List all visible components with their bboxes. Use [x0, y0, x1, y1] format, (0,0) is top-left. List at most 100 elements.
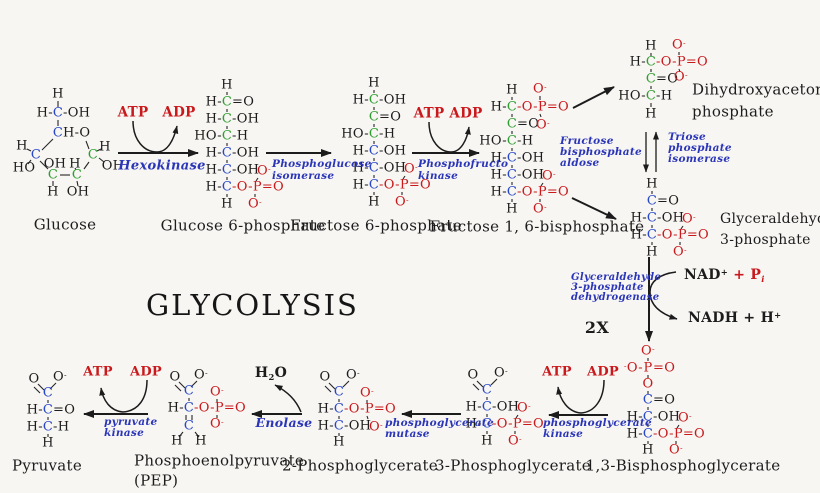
fructose-16-bisphosphate-structure: C [506, 167, 518, 183]
fructose-16-bisphosphate-structure: H [506, 201, 518, 217]
fructose-6-phosphate-structure: -OH [379, 160, 407, 176]
phosphoenolpyruvate-structure: H [195, 433, 207, 449]
phosphoenolpyruvate-structure-bond [174, 384, 182, 392]
glucose-6-phosphate-structure: C [221, 162, 233, 178]
glucose-6-phosphate-structure: =O [232, 94, 255, 110]
phosphoenolpyruvate-structure: C [183, 400, 195, 416]
glucose-structure-bond [85, 140, 90, 150]
enzyme-phosphoglycerate-mutase: mutase [385, 427, 430, 440]
glucose-structure-bond [41, 138, 54, 151]
fructose-16-bisphosphate-structure-bond [540, 182, 544, 187]
pyruvate-structure: C [42, 402, 54, 418]
glucose-structure-bond [83, 161, 90, 170]
3-phosphoglycerate-structure: C [481, 399, 493, 415]
glucose-6-phosphate-structure: HO- [194, 128, 222, 144]
glucose-6-phosphate-structure: H [221, 196, 233, 212]
cofactor-atp-pfk: ATP [413, 105, 445, 122]
fructose-6-phosphate-structure: C [368, 143, 380, 159]
glucose-6-phosphate-structure: H- [205, 111, 222, 127]
label-3-phosphoglycerate: 3-Phosphoglycerate [435, 456, 591, 475]
glucose-structure: HO [12, 160, 36, 176]
glucose-structure: H [99, 139, 111, 155]
pyruvate-structure: H- [26, 419, 43, 435]
pyruvate-structure: H [42, 435, 54, 451]
glyceraldehyde-3-phosphate-structure: -O-P=O [657, 227, 710, 243]
glucose-6-phosphate-structure: C [221, 179, 233, 195]
13-bisphosphoglycerate-structure: C [642, 392, 654, 408]
fructose-6-phosphate-structure: -H [379, 126, 396, 142]
glucose-6-phosphate-structure: -OH [232, 162, 260, 178]
2-phosphoglycerate-structure: C [333, 401, 345, 417]
fructose-6-phosphate-structure: C [368, 177, 380, 193]
fructose-16-bisphosphate-structure: -OH [517, 150, 545, 166]
fructose-16-bisphosphate-structure: O- [542, 168, 556, 184]
glucose-structure: H [52, 86, 64, 102]
glucose-structure: OH [101, 158, 125, 174]
2-phosphoglycerate-structure: H- [317, 401, 334, 417]
enzyme-gapdh: 3-phosphate [571, 282, 644, 293]
glucose-structure-bond [26, 148, 32, 152]
fructose-6-phosphate-structure: C [368, 160, 380, 176]
2-phosphoglycerate-structure-bond [342, 380, 350, 388]
13-bisphosphoglycerate-structure: -O- [623, 360, 643, 376]
enzyme-phosphofructo-kinase: kinase [418, 169, 459, 182]
cofactor-curve-gapdh [649, 271, 678, 320]
3-phosphoglycerate-structure: -O-P=O [492, 416, 545, 432]
cofactor-curve-pk [99, 379, 148, 413]
fructose-16-bisphosphate-structure: H- [490, 99, 507, 115]
3-phosphoglycerate-structure: -OH [492, 399, 520, 415]
fructose-16-bisphosphate-structure: -OH [517, 167, 545, 183]
enzyme-phosphoglucose-isomerase: Phosphoglucose [272, 157, 372, 170]
fructose-16-bisphosphate-structure: -O-P=O [517, 99, 570, 115]
glucose-structure-bond [76, 180, 79, 187]
cofactor-adp-pgk: ADP [586, 364, 620, 380]
cofactor-curve-pgk [556, 379, 605, 414]
fructose-16-bisphosphate-structure: H [506, 82, 518, 98]
arrow-f16bp-to-g3p [571, 197, 617, 220]
glucose-structure-bond [27, 159, 32, 165]
13-bisphosphoglycerate-structure: O- [641, 343, 655, 359]
glucose-structure: C [52, 125, 64, 141]
cofactor-adp-pk: ADP [129, 364, 163, 380]
phosphoenolpyruvate-structure: C [183, 418, 195, 434]
3-phosphoglycerate-structure: H- [465, 416, 482, 432]
glucose-6-phosphate-structure: C [221, 94, 233, 110]
cofactor-atp-hexokinase: ATP [117, 104, 149, 121]
phosphoenolpyruvate-structure: C [183, 383, 195, 399]
enzyme-phosphoglucose-isomerase: isomerase [272, 169, 335, 182]
enzyme-phosphoglycerate-kinase: phosphoglycerate [543, 416, 653, 429]
phosphoenolpyruvate-structure: H- [167, 400, 184, 416]
glucose-structure: H-O [63, 125, 91, 141]
fructose-16-bisphosphate-structure: C [506, 133, 518, 149]
enzyme-fructose-bisphosphate-aldose: Fructose [560, 134, 614, 147]
3-phosphoglycerate-structure-bond [515, 414, 519, 419]
glucose-structure-bond [39, 160, 49, 170]
glyceraldehyde-3-phosphate-structure: C [646, 210, 658, 226]
2-phosphoglycerate-structure-bond [328, 382, 336, 390]
glyceraldehyde-3-phosphate-structure: -OH [657, 210, 685, 226]
3-phosphoglycerate-structure: H [481, 433, 493, 449]
dihydroxyacetone-phosphate-structure: =O [656, 71, 679, 87]
2-phosphoglycerate-structure: O- [360, 385, 374, 401]
fructose-6-phosphate-structure: C [368, 109, 380, 125]
label-dihydroxyacetone-phosphate: phosphate [692, 102, 774, 121]
pyruvate-structure-bond [37, 383, 45, 391]
fructose-6-phosphate-structure: H [368, 194, 380, 210]
2-phosphoglycerate-structure: C [333, 384, 345, 400]
pyruvate-structure: H- [26, 402, 43, 418]
glucose-structure: C [87, 147, 99, 163]
label-phosphoenolpyruvate: Phosphoenolpyruvate [134, 451, 305, 470]
glucose-6-phosphate-structure-bond [255, 177, 259, 182]
enzyme-fructose-bisphosphate-aldose: aldose [560, 156, 600, 169]
pyruvate-structure: C [42, 385, 54, 401]
3-phosphoglycerate-structure: C [481, 382, 493, 398]
dihydroxyacetone-phosphate-structure: C [645, 54, 657, 70]
fructose-6-phosphate-structure: -OH [379, 143, 407, 159]
pyruvate-structure-bond [49, 382, 57, 390]
2-phosphoglycerate-structure: -OH [344, 418, 372, 434]
dihydroxyacetone-phosphate-structure: C [645, 71, 657, 87]
label-pyruvate: Pyruvate [11, 456, 83, 475]
glucose-6-phosphate-structure: C [221, 128, 233, 144]
fructose-6-phosphate-structure: =O [379, 109, 402, 125]
phosphoenolpyruvate-structure-bond [178, 381, 186, 389]
